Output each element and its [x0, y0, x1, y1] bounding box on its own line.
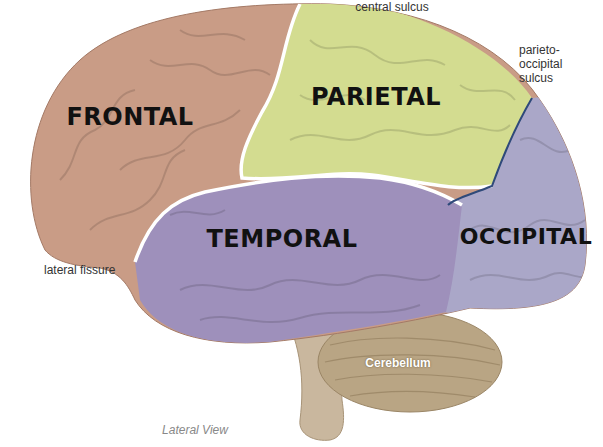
view-caption: Lateral View: [162, 424, 228, 438]
occipital-lobe: [442, 90, 600, 315]
lobe-label: FRONTAL: [66, 104, 193, 132]
lobe-label: TEMPORAL: [207, 226, 358, 254]
gyri-texture: [60, 30, 590, 322]
sulcus-label: central sulcus: [355, 1, 428, 15]
fissure-label: lateral fissure: [44, 264, 115, 278]
part-label: Cerebellum: [365, 357, 430, 371]
temporal-lobe: [135, 176, 462, 343]
parietal-lobe: [241, 4, 532, 188]
sulcus-label: parieto- occipital sulcus: [519, 44, 595, 85]
lobe-label: OCCIPITAL: [460, 224, 592, 249]
lateral-fissure-line: [135, 176, 462, 262]
central-sulcus-line: [241, 4, 492, 188]
parieto-occipital-line: [448, 98, 532, 205]
lobe-label: PARIETAL: [311, 84, 441, 112]
